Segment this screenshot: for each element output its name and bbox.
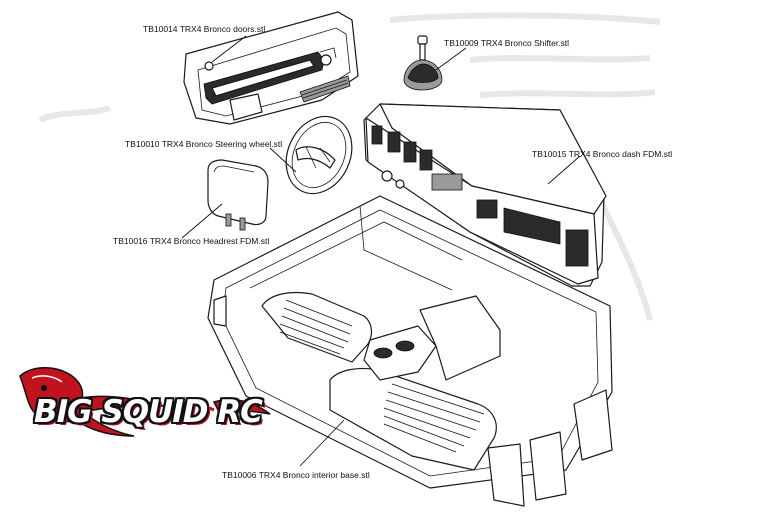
shifter-part (403, 35, 443, 91)
background-sketch (38, 12, 661, 321)
steering-leader (269, 147, 297, 173)
doors-leader (211, 35, 247, 63)
doors-label: TB10014 TRX4 Bronco doors.stl (143, 24, 266, 34)
interior-base-label: TB10006 TRX4 Bronco interior base.stl (222, 470, 370, 480)
big-squid-rc-wordmark: BIG SQUID RC (34, 394, 263, 430)
dash-label: TB10015 TRX4 Bronco dash FDM.stl (532, 149, 673, 159)
headrest-label: TB10016 TRX4 Bronco Headrest FDM.stl (113, 236, 270, 246)
headrest-leader (181, 203, 223, 239)
steering-wheel-part (285, 115, 353, 195)
interior-leader (299, 419, 345, 467)
dash-part (363, 103, 607, 287)
steering-wheel-label: TB10010 TRX4 Bronco Steering wheel.stl (125, 139, 283, 149)
big-squid-rc-logo (19, 367, 271, 437)
shifter-leader (435, 47, 467, 71)
door-panel-part (183, 11, 359, 125)
dash-leader (547, 155, 581, 185)
callout-leaders (181, 35, 581, 467)
headrest-part (207, 159, 269, 231)
interior-base-part (207, 195, 613, 507)
shifter-label: TB10009 TRX4 Bronco Shifter.stl (444, 38, 570, 48)
